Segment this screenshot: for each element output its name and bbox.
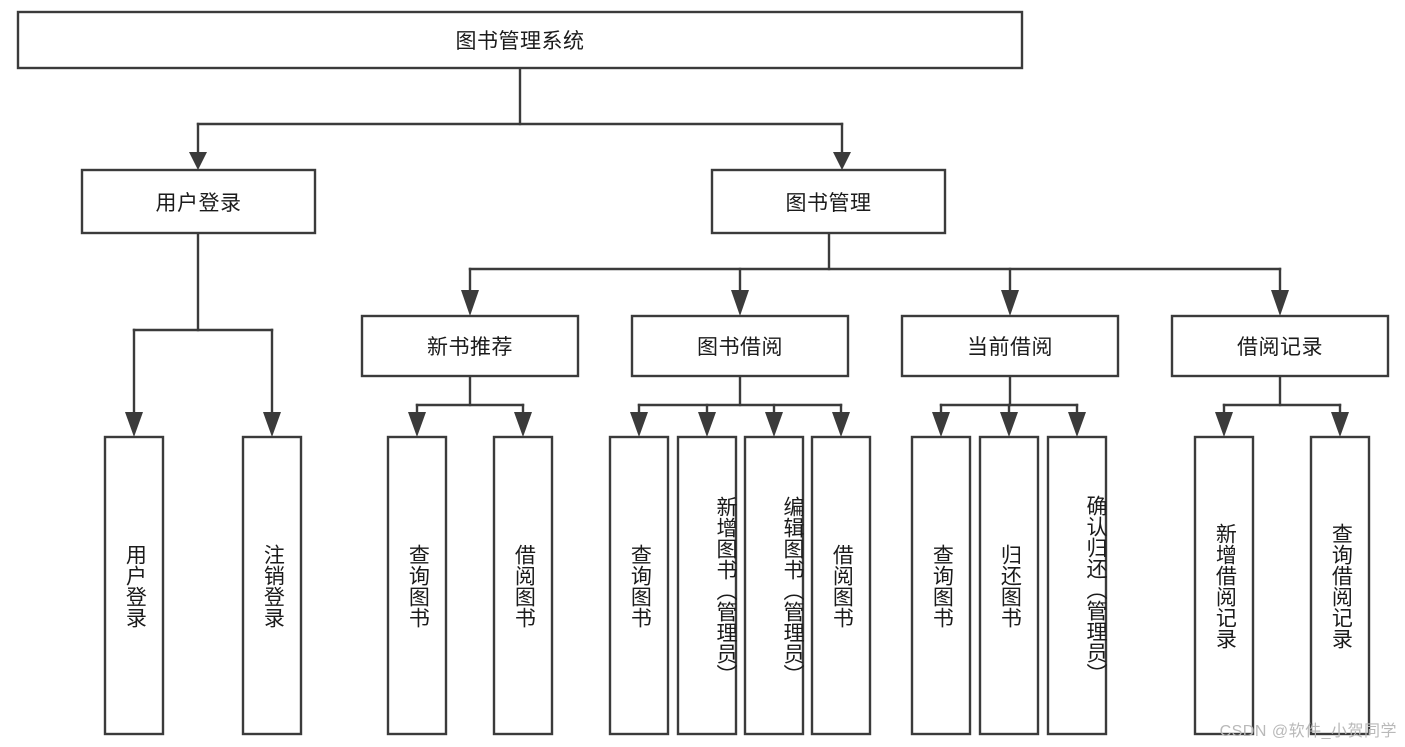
leaf-box[interactable] [1046, 435, 1108, 736]
node-root[interactable] [16, 10, 1024, 70]
connector-newbook-to-leaves [408, 374, 532, 437]
connector-bookmgmt-to-level2 [461, 231, 1289, 316]
leaf-box[interactable] [1193, 435, 1255, 736]
leaf-box[interactable] [103, 435, 165, 736]
leaf-box[interactable] [910, 435, 972, 736]
connector-currentborrow-to-leaves [932, 374, 1086, 437]
leaf-box[interactable] [978, 435, 1040, 736]
connector-borrowbook-to-leaves [630, 374, 850, 437]
leaf-box[interactable] [1309, 435, 1371, 736]
leaf-box[interactable] [743, 435, 805, 736]
leaf-box[interactable] [676, 435, 738, 736]
leaf-box[interactable] [386, 435, 448, 736]
node-book-borrow[interactable] [630, 314, 850, 378]
connector-userlogin-to-leaves [125, 231, 281, 437]
node-borrow-record[interactable] [1170, 314, 1390, 378]
connector-root-to-level1 [189, 66, 851, 170]
leaf-box[interactable] [608, 435, 670, 736]
leaf-box[interactable] [241, 435, 303, 736]
node-book-management[interactable] [710, 168, 947, 235]
node-user-login[interactable] [80, 168, 317, 235]
node-new-book-recommend[interactable] [360, 314, 580, 378]
leaf-box[interactable] [810, 435, 872, 736]
connector-borrowrecord-to-leaves [1215, 374, 1349, 437]
leaf-box[interactable] [492, 435, 554, 736]
node-current-borrow[interactable] [900, 314, 1120, 378]
